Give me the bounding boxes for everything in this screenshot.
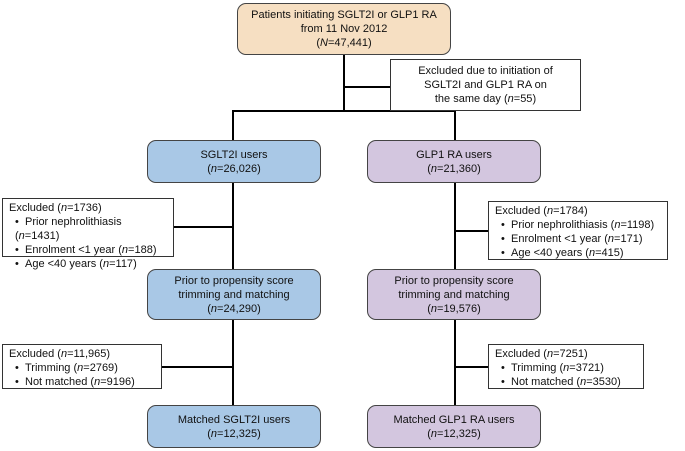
sglt2-prior-line1: Prior to propensity score [174, 274, 294, 287]
sglt2-excluded-box-2: Excluded (n=11,965) Trimming (n=2769) No… [2, 344, 162, 389]
sglt2-excl2-item: Not matched (n=9196) [15, 375, 155, 389]
sglt2-prior-box: Prior to propensity score trimming and m… [147, 269, 321, 320]
connector-split-horizontal [232, 110, 456, 112]
sglt2-prior-line2: trimming and matching [178, 288, 290, 301]
glp1-excl1-item: Enrolment <1 year (n=171) [501, 232, 661, 246]
connector-glp1-excl1 [454, 230, 488, 232]
connector-sglt2-users-to-prior [232, 183, 234, 269]
sglt2-excl1-item: Age <40 years (n=117) [15, 257, 167, 271]
sglt2-matched-title: Matched SGLT2I users [177, 413, 291, 426]
sglt2-excluded-box-1: Excluded (n=1736) Prior nephrolithiasis … [2, 198, 174, 270]
glp1-prior-line1: Prior to propensity score [394, 274, 514, 287]
glp1-excluded-box-2: Excluded (n=7251) Trimming (n=3721) Not … [488, 344, 644, 389]
sglt2-users-box: SGLT2I users (n=26,026) [147, 140, 321, 183]
connector-sglt2-excl1 [174, 226, 232, 228]
sglt2-users-n: (n=26,026) [207, 162, 261, 175]
glp1-excl1-item: Age <40 years (n=415) [501, 246, 661, 260]
glp1-users-box: GLP1 RA users (n=21,360) [367, 140, 541, 183]
glp1-matched-n: (n=12,325) [427, 427, 481, 440]
connector-glp1-users-to-prior [454, 183, 456, 269]
glp1-users-title: GLP1 RA users [416, 148, 492, 161]
top-box-line2: from 11 Nov 2012 [300, 23, 388, 35]
glp1-excl1-header: Excluded (n=1784) [495, 205, 588, 217]
glp1-prior-line2: trimming and matching [398, 288, 510, 301]
glp1-matched-title: Matched GLP1 RA users [393, 413, 515, 426]
sglt2-excl1-header: Excluded (n=1736) [9, 202, 102, 214]
connector-to-excluded-same-day [343, 86, 390, 88]
excluded-same-day-box: Excluded due to initiation of SGLT2I and… [390, 59, 581, 111]
glp1-prior-n: (n=19,576) [427, 302, 481, 315]
connector-glp1-prior-to-matched [454, 320, 456, 405]
glp1-excl1-item: Prior nephrolithiasis (n=1198) [501, 218, 661, 232]
glp1-excl2-item: Not matched (n=3530) [501, 375, 637, 389]
sglt2-excl2-item: Trimming (n=2769) [15, 361, 155, 375]
connector-glp1-excl2 [454, 366, 488, 368]
sglt2-users-title: SGLT2I users [200, 148, 268, 161]
top-box-all-patients: Patients initiating SGLT2I or GLP1 RA fr… [237, 3, 451, 55]
sglt2-prior-n: (n=24,290) [207, 302, 261, 315]
connector-sglt2-excl2 [162, 366, 232, 368]
sglt2-matched-n: (n=12,325) [207, 427, 261, 440]
top-box-line1: Patients initiating SGLT2I or GLP1 RA [251, 9, 437, 21]
excluded-same-day-line1: Excluded due to initiation of [418, 65, 553, 77]
top-box-n: (N=47,441) [316, 37, 372, 49]
excluded-same-day-line2: SGLT2I and GLP1 RA on [424, 79, 547, 91]
connector-to-sglt2-users [232, 110, 234, 140]
glp1-prior-box: Prior to propensity score trimming and m… [367, 269, 541, 320]
glp1-users-n: (n=21,360) [427, 162, 481, 175]
sglt2-excl1-item: Enrolment <1 year (n=188) [15, 243, 167, 257]
connector-to-glp1-users [454, 110, 456, 140]
glp1-excl2-item: Trimming (n=3721) [501, 361, 637, 375]
sglt2-matched-box: Matched SGLT2I users (n=12,325) [147, 405, 321, 448]
excluded-same-day-line3: the same day (n=55) [434, 93, 537, 105]
glp1-matched-box: Matched GLP1 RA users (n=12,325) [367, 405, 541, 448]
glp1-excl2-header: Excluded (n=7251) [495, 348, 588, 360]
connector-top-trunk [343, 54, 345, 110]
sglt2-excl1-item: Prior nephrolithiasis (n=1431) [15, 215, 167, 243]
connector-sglt2-prior-to-matched [232, 320, 234, 405]
sglt2-excl2-header: Excluded (n=11,965) [9, 348, 111, 360]
glp1-excluded-box-1: Excluded (n=1784) Prior nephrolithiasis … [488, 201, 668, 260]
